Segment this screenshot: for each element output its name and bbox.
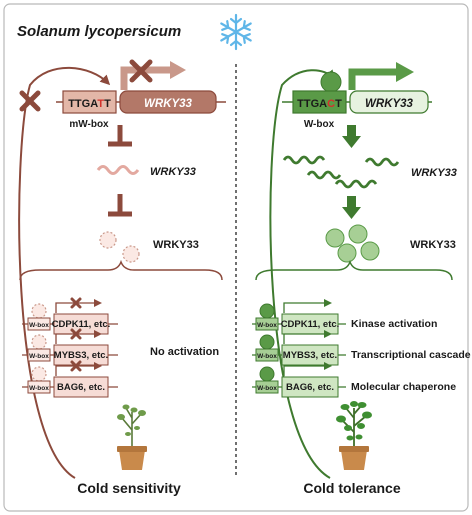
right-target-1: W-box CDPK11, etc. <box>252 299 346 335</box>
right-function-2: Transcriptional cascade <box>351 349 471 361</box>
left-protein-1 <box>99 231 117 249</box>
left-inhibit-1 <box>108 125 132 147</box>
left-bracket <box>19 259 223 281</box>
left-tx-arrow <box>120 66 172 90</box>
left-promoter-seq: TTGATT <box>68 98 111 110</box>
svg-text:MYBS3, etc.: MYBS3, etc. <box>283 350 337 361</box>
right-bracket <box>255 259 453 281</box>
right-protein-label: WRKY33 <box>410 239 456 251</box>
right-target-2: W-box MYBS3, etc. <box>252 330 346 366</box>
left-target-3: W-box BAG6, etc. <box>22 360 118 398</box>
right-gene-box <box>349 90 429 114</box>
svg-text:MYBS3, etc.: MYBS3, etc. <box>54 350 108 361</box>
right-bound-protein <box>320 71 342 93</box>
right-tx-arrow <box>348 68 398 90</box>
left-no-activation: No activation <box>150 346 219 358</box>
right-arrow-down-2 <box>342 196 361 219</box>
right-transcript-label: WRKY33 <box>411 167 457 179</box>
snowflake-icon <box>220 13 252 51</box>
right-gene-label: WRKY33 <box>365 98 414 110</box>
left-target-2: W-box MYBS3, etc. <box>22 328 118 366</box>
right-function-1: Kinase activation <box>351 318 437 330</box>
left-mw-box <box>62 90 117 114</box>
right-proteins <box>325 224 380 263</box>
left-protein-2 <box>122 245 140 263</box>
svg-text:CDPK11, etc.: CDPK11, etc. <box>52 319 111 330</box>
left-target-1: W-box CDPK11, etc. <box>22 297 118 335</box>
svg-text:W-box: W-box <box>257 353 277 360</box>
left-protein-label: WRKY33 <box>153 239 199 251</box>
left-gene-label: WRKY33 <box>144 98 193 110</box>
right-function-3: Molecular chaperone <box>351 381 456 393</box>
right-promoter-seq: TTGACT <box>297 98 342 110</box>
tomato-plant-icon <box>336 401 372 470</box>
right-arrow-down-1 <box>342 125 361 148</box>
svg-text:W-box: W-box <box>29 322 49 329</box>
right-tx-arrowhead <box>396 62 414 82</box>
left-tx-arrowhead <box>170 61 186 79</box>
left-transcript-wave <box>96 165 140 175</box>
svg-text:W-box: W-box <box>257 385 277 392</box>
species-title: Solanum lycopersicum <box>17 23 181 40</box>
left-gene-box <box>119 90 217 114</box>
right-promoter-label: W-box <box>304 119 335 130</box>
left-loop-block-x <box>19 90 41 112</box>
svg-text:BAG6, etc.: BAG6, etc. <box>286 382 334 393</box>
svg-text:BAG6, etc.: BAG6, etc. <box>57 382 105 393</box>
tomato-plant-icon <box>117 404 147 470</box>
left-tx-block-x <box>129 59 153 83</box>
right-w-box <box>292 90 347 114</box>
right-target-3: W-box BAG6, etc. <box>252 362 346 398</box>
right-transcript-waves <box>282 155 400 189</box>
right-feedback-arrow <box>269 69 335 479</box>
left-transcript-label: WRKY33 <box>150 166 196 178</box>
svg-text:W-box: W-box <box>257 322 277 329</box>
left-feedback-arrow <box>18 66 111 479</box>
svg-text:W-box: W-box <box>29 385 49 392</box>
left-inhibit-2 <box>108 194 132 217</box>
right-phenotype: Cold tolerance <box>303 480 400 496</box>
svg-text:CDPK11, etc.: CDPK11, etc. <box>281 319 340 330</box>
svg-text:W-box: W-box <box>29 353 49 360</box>
left-promoter-label: mW-box <box>69 119 109 130</box>
left-phenotype: Cold sensitivity <box>77 480 181 496</box>
